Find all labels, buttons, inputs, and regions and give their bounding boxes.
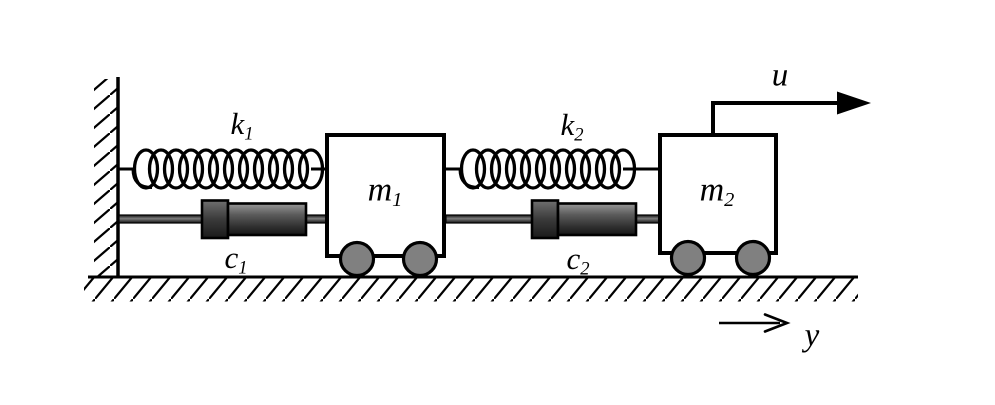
spring2-label: k2 (560, 109, 583, 145)
mass1-label-base: m (367, 171, 393, 209)
ground (84, 275, 858, 302)
spring1-label-base: k (230, 106, 245, 142)
mass1-label-sub: 1 (392, 189, 403, 212)
mass2-label-base: m (699, 171, 725, 209)
damper1-label-base: c (224, 240, 239, 276)
y-direction-arrow (719, 313, 791, 333)
damper-c1-rod-right (305, 214, 328, 224)
mass2-label-sub: 2 (724, 189, 735, 212)
spring2-label-base: k (560, 107, 575, 143)
u-force-arrow (711, 91, 871, 135)
damper2-label-base: c (566, 241, 581, 277)
mass-m1-wheel-right (401, 240, 439, 278)
fixed-wall (94, 77, 120, 278)
u-force-arrowhead (837, 91, 871, 115)
mass-m1-wheel-left (338, 240, 376, 278)
mass-m2-wheel-right (734, 239, 772, 277)
damper2-label: c2 (566, 243, 589, 279)
damper2-label-sub: 2 (580, 258, 590, 280)
y-direction-label: y (804, 317, 820, 354)
u-force-label-text: u (771, 57, 789, 94)
u-force-label: u (771, 57, 789, 94)
spring1-label: k1 (230, 108, 253, 144)
damper1-label-sub: 1 (238, 257, 248, 279)
ground-hatching (84, 278, 858, 302)
mass1-label: m1 (368, 173, 403, 210)
spring1-label-sub: 1 (244, 123, 254, 145)
mass-m1-cart (325, 133, 446, 278)
damper-c2-rod-left (445, 214, 533, 224)
damper-c2-cylinder (556, 202, 638, 237)
y-direction-arrowhead (763, 313, 791, 333)
spring2-label-sub: 2 (574, 124, 584, 146)
mass-m1-block (325, 133, 446, 258)
mass-m2-wheel-left (669, 239, 707, 277)
damper-c1-rod-left (118, 214, 203, 224)
wall-hatching (94, 79, 118, 278)
damper-c2-piston (530, 199, 560, 240)
damper-c1-cylinder (226, 202, 308, 237)
damper-c1-piston (200, 199, 230, 240)
mass-m2-cart (658, 133, 778, 277)
damper-c1 (118, 199, 328, 240)
damper1-label: c1 (224, 242, 247, 278)
mass-m2-block (658, 133, 778, 255)
spring-k1 (117, 148, 326, 190)
damper-c2 (445, 199, 660, 240)
damper-c2-rod-right (635, 214, 660, 224)
spring-k2 (445, 148, 660, 190)
mass2-label: m2 (700, 173, 735, 210)
y-direction-label-text: y (804, 317, 820, 354)
